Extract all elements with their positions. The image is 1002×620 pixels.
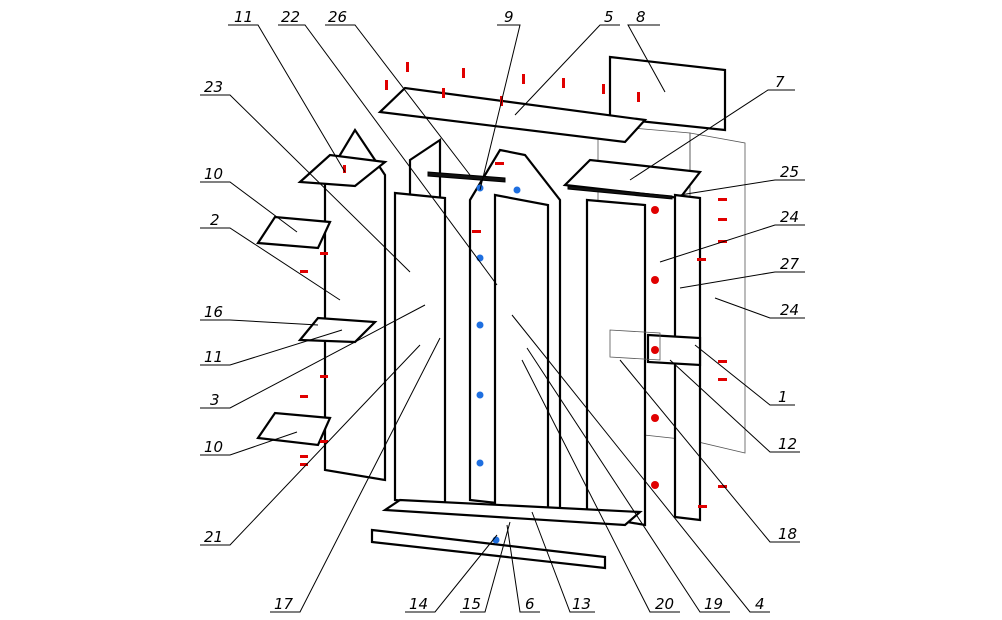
callout-3: 3	[210, 391, 220, 409]
door-right	[585, 198, 647, 527]
callout-20: 20	[655, 595, 674, 613]
callout-11-left: 11	[204, 348, 223, 366]
callout-4: 4	[755, 595, 765, 613]
callout-18: 18	[778, 525, 797, 543]
shelf-edge-7	[567, 185, 673, 200]
callout-8: 8	[636, 8, 646, 26]
callout-5: 5	[604, 8, 614, 26]
leader-lines	[200, 24, 805, 613]
bottom-panel	[381, 498, 643, 527]
callout-12: 12	[778, 435, 797, 453]
drawer-panel-18	[609, 329, 661, 361]
callout-22: 22	[281, 8, 300, 26]
callout-19: 19	[704, 595, 723, 613]
callout-15: 15	[462, 595, 481, 613]
drawer-front-12	[646, 333, 702, 367]
callout-2: 2	[210, 211, 220, 229]
callout-10-upper: 10	[204, 165, 223, 183]
door-left	[393, 191, 447, 507]
callout-labels: 11 22 26 9 5 8 23 10 2 16 11 3 10 21 7 2…	[204, 8, 800, 613]
callout-24-upper: 24	[780, 208, 799, 226]
callout-23: 23	[204, 78, 223, 96]
callout-11-top: 11	[234, 8, 253, 26]
callout-13: 13	[572, 595, 591, 613]
callout-21: 21	[204, 528, 223, 546]
callout-9: 9	[504, 8, 514, 26]
callout-6: 6	[525, 595, 535, 613]
top-shelf-11	[297, 153, 388, 188]
shelf-10-lower	[256, 411, 332, 447]
callout-17: 17	[274, 595, 294, 613]
top-panel-5	[377, 86, 648, 144]
shelf-16	[297, 316, 378, 344]
callout-24-lower: 24	[780, 301, 799, 319]
callout-14: 14	[409, 595, 428, 613]
callout-27: 27	[780, 255, 800, 273]
parts	[256, 55, 746, 570]
callout-7: 7	[775, 73, 785, 91]
callout-16: 16	[204, 303, 223, 321]
plinth-14	[370, 528, 607, 570]
callout-1: 1	[778, 388, 788, 406]
callout-25: 25	[780, 163, 799, 181]
door-middle	[493, 193, 550, 517]
shelf-edge-9	[427, 171, 506, 183]
back-panel-8	[608, 55, 727, 132]
shelf-10-upper	[256, 215, 332, 250]
callout-26: 26	[328, 8, 347, 26]
callout-10-lower: 10	[204, 438, 223, 456]
